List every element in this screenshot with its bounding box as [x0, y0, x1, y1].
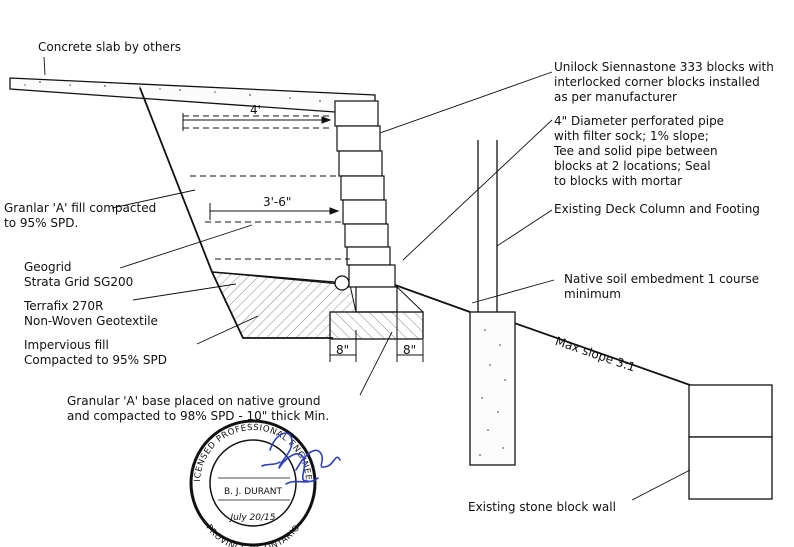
dimension-mid-grid: [209, 203, 340, 220]
label-native-soil-line-2: minimum: [564, 287, 621, 301]
seal-date: July 20/15: [229, 513, 276, 523]
label-granular-base-line-2: and compacted to 98% SPD - 10" thick Min…: [67, 409, 330, 423]
existing-stone-wall: [688, 384, 773, 500]
wall-block: [336, 125, 381, 152]
label-pipe-line-1: 4" Diameter perforated pipe: [554, 114, 725, 128]
wall-block: [338, 150, 383, 177]
wall-block: [340, 175, 385, 201]
dimension-label-footing-left: 8": [336, 343, 350, 357]
label-pipe-line-3: Tee and solid pipe between: [554, 144, 718, 158]
label-granular-fill-line-1: Granlar 'A' fill compacted: [4, 201, 157, 215]
dimension-footing-offsets: [329, 290, 424, 362]
wall-block: [342, 199, 387, 225]
label-terrafix-line-2: Non-Woven Geotextile: [24, 314, 158, 328]
label-concrete-slab: Concrete slab by others: [38, 40, 182, 54]
deck-column-footing: [469, 140, 516, 466]
granular-base-footing: [329, 311, 424, 340]
label-impervious-line-1: Impervious fill: [24, 338, 109, 352]
label-impervious-line-2: Compacted to 95% SPD: [24, 353, 167, 367]
wall-block: [355, 286, 398, 313]
label-geogrid-line-1: Geogrid: [24, 260, 72, 274]
label-unilock-line-3: as per manufacturer: [554, 90, 677, 104]
wall-block: [348, 264, 396, 288]
seal-engineer-name: B. J. DURANT: [224, 487, 283, 497]
dimension-top-grid: [182, 113, 332, 131]
label-pipe-line-2: with filter sock; 1% slope;: [554, 129, 709, 143]
leader-lines: [43, 56, 691, 501]
wall-block: [334, 100, 379, 127]
wall-block: [346, 246, 391, 266]
label-stone-wall: Existing stone block wall: [468, 500, 616, 514]
label-unilock-line-1: Unilock Siennastone 333 blocks with: [554, 60, 774, 74]
dimension-label-mid-grid: 3'-6": [263, 195, 292, 209]
dimension-label-top-grid: 4': [250, 103, 261, 117]
label-native-soil-line-1: Native soil embedment 1 course: [564, 272, 760, 286]
label-pipe-line-5: to blocks with mortar: [554, 174, 682, 188]
label-granular-base-line-1: Granular 'A' base placed on native groun…: [67, 394, 321, 408]
perforated-pipe: [334, 275, 350, 291]
label-unilock-line-2: interlocked corner blocks installed: [554, 75, 760, 89]
concrete-slab: [9, 77, 376, 113]
geotextile-line: [211, 271, 346, 284]
label-deck-column: Existing Deck Column and Footing: [554, 202, 760, 216]
native-ground-slope: [394, 284, 691, 386]
label-terrafix-line-1: Terrafix 270R: [24, 299, 104, 313]
dimension-label-footing-right: 8": [403, 343, 417, 357]
unilock-block-wall: [334, 100, 398, 313]
label-granular-fill-line-2: to 95% SPD.: [4, 216, 79, 230]
label-pipe-line-4: blocks at 2 locations; Seal: [554, 159, 711, 173]
engineer-signature: [261, 432, 341, 485]
geogrid-layers: [183, 115, 350, 260]
wall-block: [344, 223, 389, 248]
label-geogrid-line-2: Strata Grid SG200: [24, 275, 134, 289]
